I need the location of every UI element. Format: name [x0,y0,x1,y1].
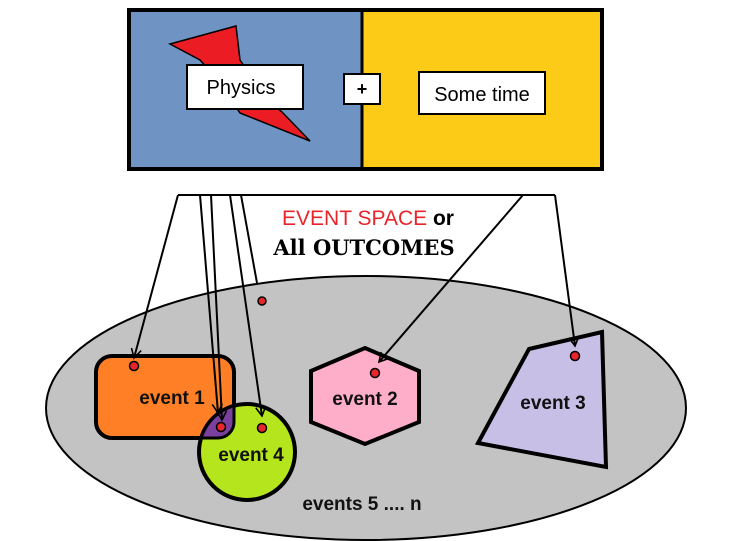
arrow-to-event3 [554,194,580,348]
plus-box [343,73,381,105]
arrow-to-event1 [130,194,179,360]
overlap-outline [94,354,236,440]
some-time-label: Some time [434,84,530,106]
outcome-point-event1 [128,360,140,372]
arrow-to-event2 [377,194,524,364]
experiment-box: Physics + Some time [127,8,604,171]
event3-label: event 3 [520,393,585,414]
all-outcomes-label: All OUTCOMES [272,235,454,260]
event-space-title: EVENT SPACE or All OUTCOMES [272,207,454,260]
arrow-to-event4-a [210,194,228,422]
outcome-point-event3 [569,350,581,362]
experiment-box-border [127,8,604,171]
outcome-points [128,296,581,434]
outcome-arrows [130,194,580,422]
outcome-point-event4 [256,422,268,434]
arrow-to-event4-b [229,194,267,418]
or-label: or [427,207,454,230]
event2-shape [309,345,421,447]
plus-sign: + [357,79,368,99]
svg-text:EVENT SPACE or: EVENT SPACE or [282,207,454,230]
event2-label: event 2 [332,389,397,410]
outcome-point-event2 [369,367,381,379]
physics-label-box [186,64,304,110]
event4-outline [197,402,297,502]
outcome-point-overlap [215,421,227,433]
event-space-label: EVENT SPACE [282,207,427,230]
some-time-label-box [418,71,546,115]
arrow-to-outcome-point [240,194,258,284]
physics-label: Physics [207,77,276,99]
event4-label: event 4 [218,445,284,466]
events-rest-label: events 5 .... n [302,494,421,515]
outcome-point-free [257,296,267,306]
arrow-to-overlap [199,194,223,415]
event1-label: event 1 [139,388,205,409]
